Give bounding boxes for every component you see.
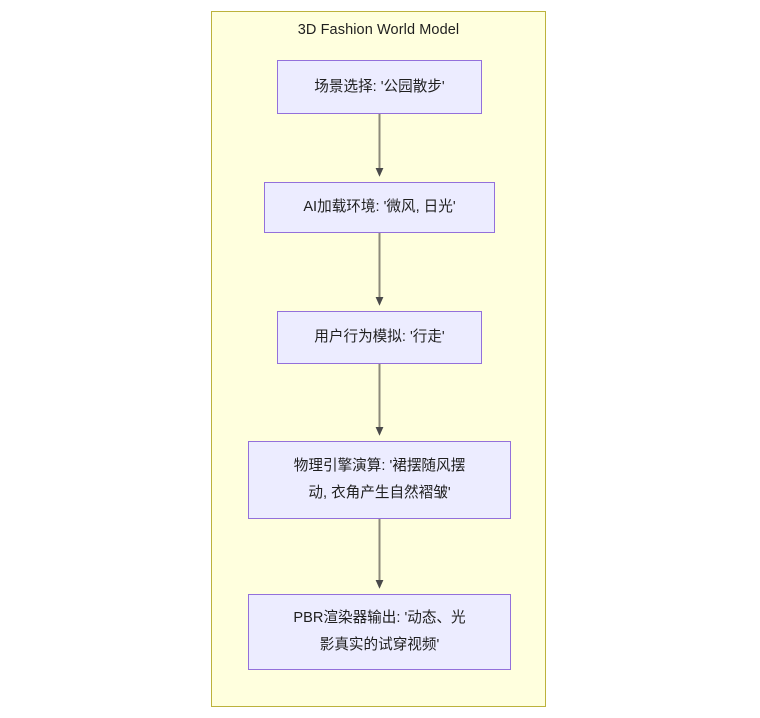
node-ai-environment-load-label: AI加载环境: '微风, 日光' <box>303 199 456 215</box>
node-scene-selection[interactable]: 场景选择: '公园散步' <box>277 60 482 114</box>
subgraph-title: 3D Fashion World Model <box>297 22 460 38</box>
node-physics-engine-label: 物理引擎演算: '裙摆随风摆 动, 衣角产生自然褶皱' <box>293 458 466 501</box>
node-physics-engine[interactable]: 物理引擎演算: '裙摆随风摆 动, 衣角产生自然褶皱' <box>248 441 511 519</box>
node-pbr-renderer-output[interactable]: PBR渲染器输出: '动态、光 影真实的试穿视频' <box>248 594 511 670</box>
node-user-behavior-simulation[interactable]: 用户行为模拟: '行走' <box>277 311 482 364</box>
node-ai-environment-load[interactable]: AI加载环境: '微风, 日光' <box>264 182 495 233</box>
node-pbr-renderer-output-label: PBR渲染器输出: '动态、光 影真实的试穿视频' <box>293 610 466 653</box>
node-scene-selection-label: 场景选择: '公园散步' <box>314 78 445 95</box>
node-user-behavior-simulation-label: 用户行为模拟: '行走' <box>314 329 445 345</box>
